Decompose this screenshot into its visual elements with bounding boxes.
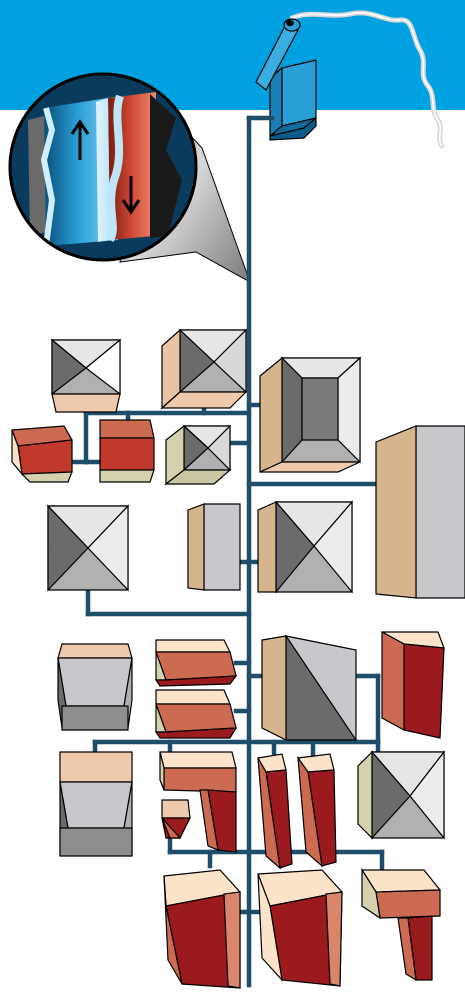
building-a [50, 338, 122, 413]
building-u [163, 869, 242, 989]
building-q [159, 751, 237, 853]
up-arrow-icon [70, 119, 90, 160]
building-d [99, 419, 155, 483]
building-c [11, 425, 73, 483]
magnifier-heat-exchanger [8, 72, 198, 262]
smoke-trail-shade [291, 12, 443, 147]
building-o [381, 630, 445, 739]
building-t [357, 750, 446, 840]
down-arrow-icon [121, 176, 141, 215]
building-n [261, 634, 358, 741]
building-h [46, 504, 130, 592]
building-m [154, 689, 238, 739]
building-s [296, 753, 337, 868]
building-e [164, 424, 232, 486]
building-k [57, 643, 133, 731]
building-j [257, 500, 354, 594]
building-blocks [11, 328, 465, 989]
building-r [257, 753, 293, 870]
building-l [154, 639, 238, 687]
building-f [259, 356, 362, 473]
building-i [187, 503, 241, 591]
building-w [360, 867, 442, 982]
building-v [257, 869, 344, 987]
building-p [59, 751, 133, 857]
boiler-chimney [255, 18, 317, 141]
building-g [375, 425, 465, 599]
building-b [160, 328, 248, 410]
